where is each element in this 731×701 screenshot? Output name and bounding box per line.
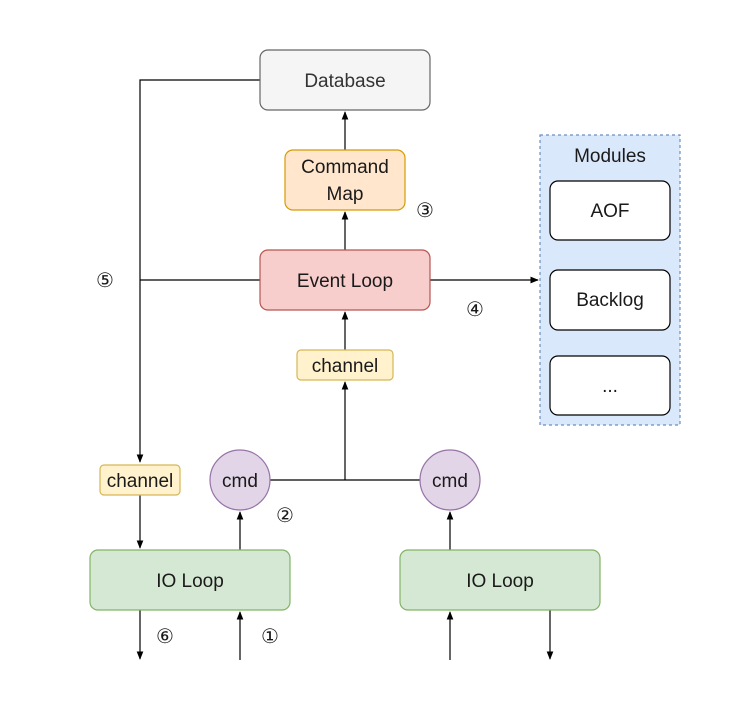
io-loop-right-node: IO Loop [399, 549, 601, 611]
modules-container: Modules AOF Backlog ... [539, 134, 681, 426]
io-loop-left-label: IO Loop [156, 571, 224, 592]
channel-upper-label: channel [312, 356, 379, 377]
step-six-marker: ⑥ [156, 624, 174, 648]
channel-left-label: channel [107, 471, 174, 492]
step-three-marker: ③ [416, 198, 434, 222]
modules-title: Modules [574, 146, 646, 167]
module-backlog: Backlog [549, 269, 671, 331]
step-five-marker: ⑤ [96, 268, 114, 292]
step-two-marker: ② [276, 503, 294, 527]
io-loop-left-node: IO Loop [89, 549, 291, 611]
module-aof-label: AOF [590, 201, 629, 222]
event-loop-label: Event Loop [297, 271, 393, 292]
channel-upper-node: channel [296, 349, 394, 381]
cmd-right-label: cmd [432, 471, 468, 492]
event-loop-node: Event Loop [259, 249, 431, 311]
command-map-node: Command Map [284, 149, 406, 211]
module-more-label: ... [602, 376, 618, 397]
step-four-marker: ④ [466, 297, 484, 321]
command-map-label-line2: Map [327, 184, 364, 205]
step-one-marker: ① [261, 624, 279, 648]
channel-left-node: channel [99, 464, 181, 496]
module-backlog-label: Backlog [576, 290, 644, 311]
command-map-label-line1: Command [301, 157, 389, 178]
database-node: Database [259, 49, 431, 111]
cmd-left-node: cmd [209, 449, 271, 511]
cmd-right-node: cmd [419, 449, 481, 511]
module-aof: AOF [549, 180, 671, 241]
cmd-left-label: cmd [222, 471, 258, 492]
io-loop-right-label: IO Loop [466, 571, 534, 592]
edges [136, 79, 554, 660]
edge-database-channel [136, 79, 260, 463]
database-label: Database [304, 71, 385, 92]
module-more: ... [549, 355, 671, 416]
